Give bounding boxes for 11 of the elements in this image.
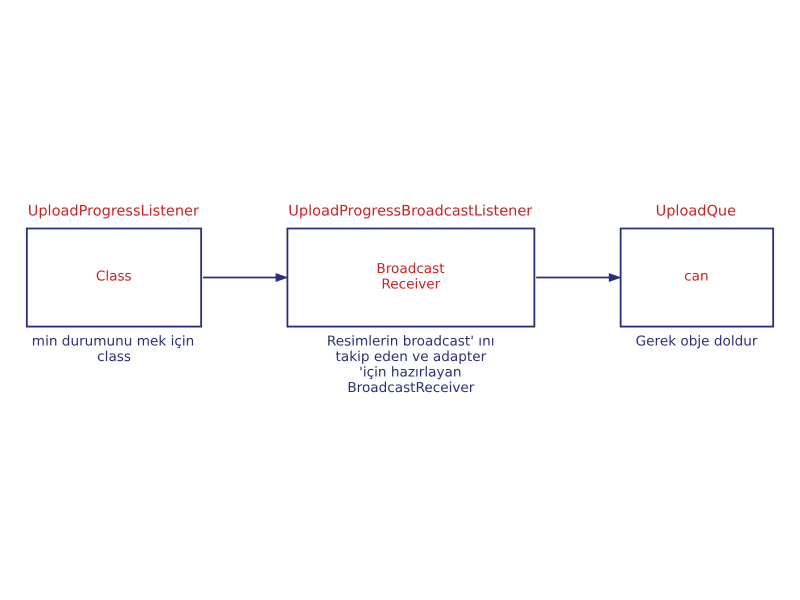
node-label: UploadProgressListener — [28, 204, 199, 220]
node-label: Resimlerin broadcast' ını takip eden ve adapter 'için hazırlayan BroadcastReceiver — [326, 334, 494, 396]
node-label: UploadProgressBroadcastListener — [288, 204, 532, 220]
node-box: can — [620, 228, 774, 328]
node-box: Class — [26, 228, 202, 328]
node-label: UploadQue — [656, 204, 736, 220]
node-label: Gerek obje doldur — [636, 334, 758, 350]
arrow — [202, 273, 288, 282]
node-box: Broadcast Receiver — [286, 228, 536, 328]
node-label: min durumunu mek için class — [32, 334, 194, 366]
arrow — [536, 273, 622, 282]
